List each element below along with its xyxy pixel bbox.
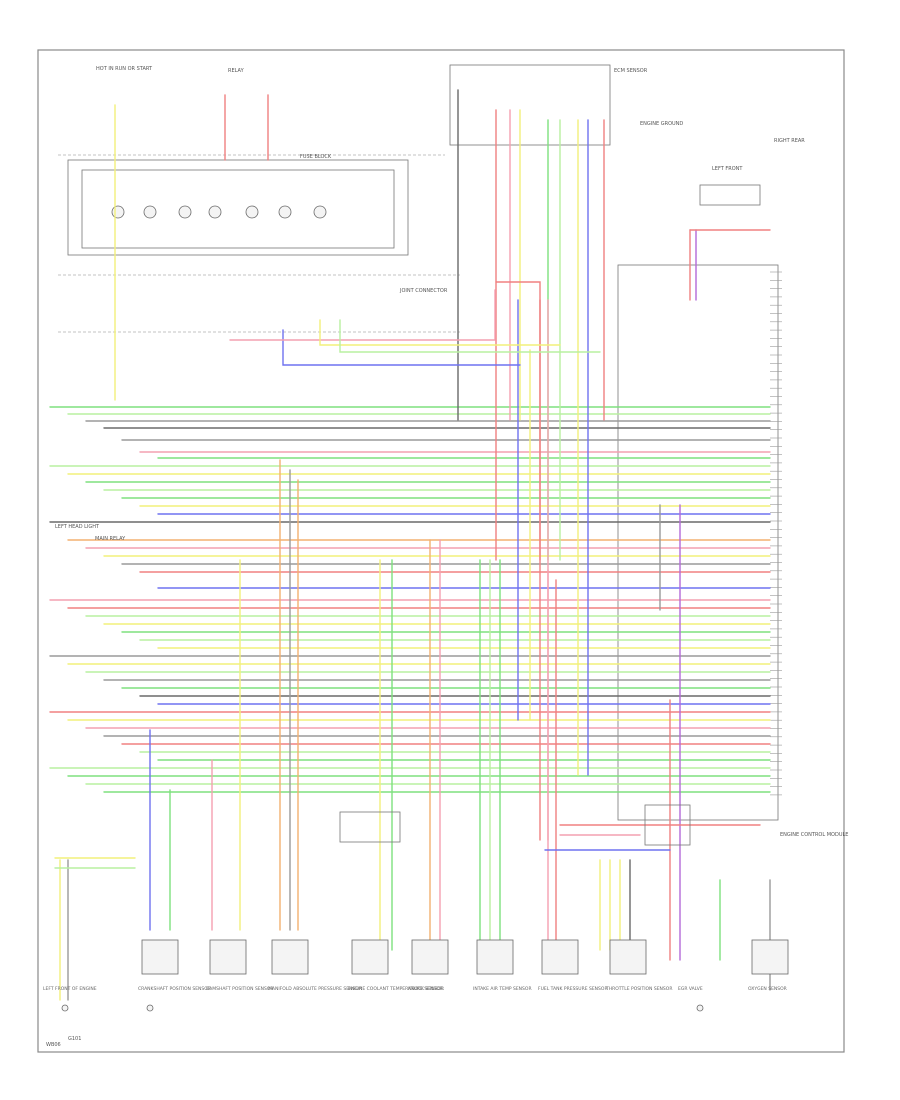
sensor-label: LEFT FRONT OF ENGINE (43, 986, 97, 992)
sensor-shape (751, 939, 789, 975)
sensor-component (146, 1004, 154, 1012)
mid-relay (339, 804, 691, 846)
sensor-shape (696, 1004, 704, 1012)
sensor-label: EGR VALVE (678, 986, 703, 992)
elbow-wire (229, 289, 496, 341)
sensor-label: INTAKE AIR TEMP SENSOR (473, 986, 532, 992)
sensor-component: EGR VALVE (678, 986, 704, 1012)
elbow-wire (282, 329, 521, 366)
joint-label: JOINT CONNECTOR (399, 288, 448, 294)
engine-ground-label: ENGINE GROUND (640, 121, 683, 127)
sensor-label: KNOCK SENSOR (408, 986, 444, 992)
sensor-shape (541, 939, 579, 975)
sensor-component: CRANKSHAFT POSITION SENSOR (138, 939, 211, 992)
sensor-shape (141, 939, 179, 975)
sensor-shape (411, 939, 449, 975)
right-rear-label: RIGHT REAR (774, 138, 805, 144)
sensor-component: LEFT FRONT OF ENGINE (43, 986, 97, 1012)
sensor-label: ENGINE COOLANT TEMPERATURE SENSOR (348, 986, 443, 992)
sensor-component: ENGINE COOLANT TEMPERATURE SENSOR (348, 939, 443, 992)
ground-label: G101 (68, 1036, 81, 1042)
ecm-sensor-label: ECM SENSOR (614, 68, 648, 74)
sensor-shape (476, 939, 514, 975)
sensor-component: FUEL TANK PRESSURE SENSOR (538, 939, 608, 992)
fuse-block (58, 154, 460, 333)
sensor-component: THROTTLE POSITION SENSOR (605, 939, 672, 992)
fuse-block-label: FUSE BLOCK (300, 154, 332, 160)
ecm-pin-column (770, 271, 782, 796)
sensor-label: FUEL TANK PRESSURE SENSOR (538, 986, 608, 992)
wire-harness (49, 89, 771, 1001)
sensor-component: OXYGEN SENSOR (748, 939, 789, 992)
top-connector-group (449, 64, 779, 821)
sensor-shape (146, 1004, 154, 1012)
engine-control-label: ENGINE CONTROL MODULE (780, 832, 848, 838)
sensor-label: OXYGEN SENSOR (748, 986, 787, 992)
sensor-shape (209, 939, 247, 975)
sensor-label: CAMSHAFT POSITION SENSOR (206, 986, 274, 992)
elbow-wire (495, 281, 541, 561)
left-front-label: LEFT FRONT (712, 166, 743, 172)
component-row: LEFT FRONT OF ENGINE CRANKSHAFT POSITION … (43, 939, 789, 1012)
sensor-component: CAMSHAFT POSITION SENSOR (206, 939, 274, 992)
sensor-shape (609, 939, 647, 975)
sensor-shape (271, 939, 309, 975)
fuse-box-label: HOT IN RUN OR START (96, 66, 153, 72)
elbow-wire (319, 319, 561, 346)
sensor-shape (351, 939, 389, 975)
sensor-component: KNOCK SENSOR (408, 939, 449, 992)
left-module-label: LEFT HEAD LIGHT (55, 524, 100, 530)
sensor-shape (61, 1004, 69, 1012)
sensor-label: THROTTLE POSITION SENSOR (605, 986, 672, 992)
sensor-component: MANIFOLD ABSOLUTE PRESSURE SENSOR (268, 939, 362, 992)
relay-label: RELAY (228, 68, 245, 74)
sensor-label: CRANKSHAFT POSITION SENSOR (138, 986, 211, 992)
left-labels: LEFT HEAD LIGHT MAIN RELAY ENGINE CONTRO… (55, 524, 848, 1042)
top-labels: HOT IN RUN OR START RELAY FUSE BLOCK ECM… (96, 66, 805, 294)
sensor-label: MANIFOLD ABSOLUTE PRESSURE SENSOR (268, 986, 362, 992)
main-relay-label: MAIN RELAY (95, 536, 126, 542)
fuse-circles (111, 205, 327, 219)
footer-code: WB06 (46, 1042, 61, 1048)
elbow-wire (339, 319, 601, 353)
diagram-frame (37, 49, 845, 1053)
sensor-component: INTAKE AIR TEMP SENSOR (473, 939, 532, 992)
